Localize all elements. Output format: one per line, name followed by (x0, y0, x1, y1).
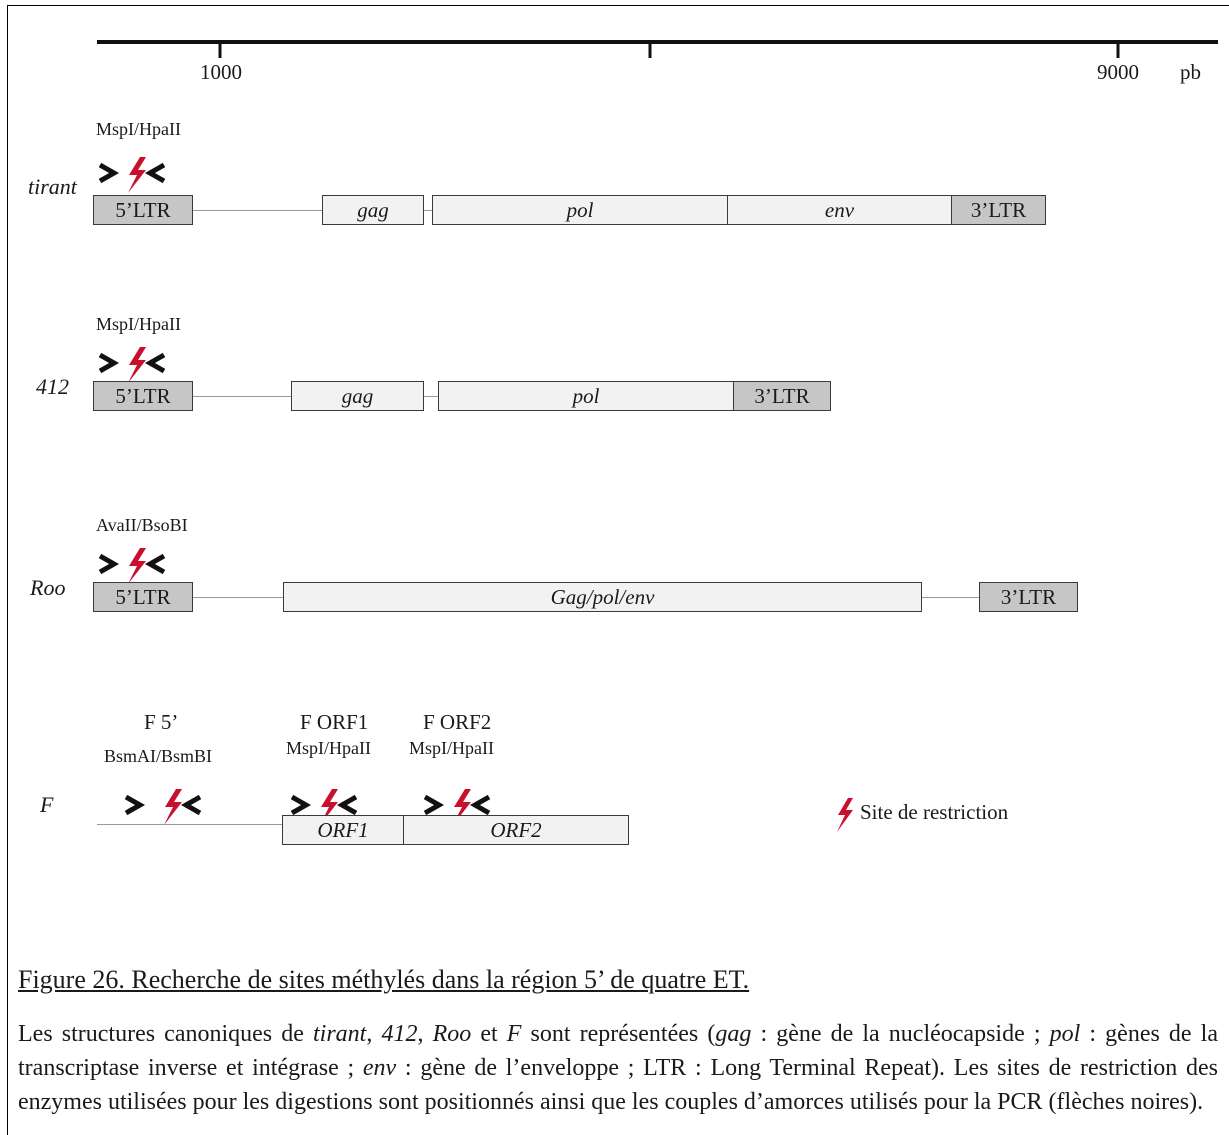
roo-3ltr: 3’LTR (979, 582, 1078, 612)
f5-enzyme-label: BsmAI/BsmBI (104, 746, 213, 766)
scale-tick-9000: 9000 (1097, 60, 1139, 84)
roo-primer-site (98, 548, 166, 584)
f-track-name: F (40, 792, 54, 817)
roo-enzyme-label: AvaII/BsoBI (96, 515, 188, 535)
tirant-3ltr: 3’LTR (951, 195, 1046, 225)
roo-track-name: Roo (30, 575, 66, 600)
412-enzyme-label: MspI/HpaII (96, 314, 181, 334)
412-3ltr: 3’LTR (733, 381, 831, 411)
roo-gag-pol-env: Gag/pol/env (283, 582, 922, 612)
scale-unit: pb (1180, 60, 1201, 84)
tirant-track-name: tirant (28, 174, 77, 199)
f-orf2: ORF2 (403, 815, 629, 845)
tirant-gag: gag (322, 195, 424, 225)
orf2-site-label: F ORF2 (423, 710, 492, 734)
scale-tick-1000: 1000 (200, 60, 242, 84)
restriction-site-icon (128, 157, 146, 193)
tirant-5ltr: 5’LTR (93, 195, 193, 225)
scale-bar (97, 40, 1218, 58)
412-pol: pol (438, 381, 734, 411)
tirant-pol: pol (432, 195, 728, 225)
orf1-site-label: F ORF1 (300, 710, 369, 734)
orf1-enzyme-label: MspI/HpaII (286, 738, 371, 758)
412-primer-site (98, 347, 166, 383)
legend-lightning-bolt-icon (837, 798, 853, 832)
legend-label: Site de restriction (860, 800, 1009, 824)
412-5ltr: 5’LTR (93, 381, 193, 411)
restriction-site-icon (128, 548, 146, 584)
restriction-site-icon (128, 347, 146, 383)
figure-caption-body: Les structures canoniques de tirant, 412… (18, 1021, 1218, 1115)
tirant-primer-site (98, 157, 166, 193)
f5-site-label: F 5’ (144, 710, 179, 734)
412-gag: gag (291, 381, 424, 411)
restriction-site-icon (164, 789, 182, 825)
412-track-name: 412 (36, 374, 69, 399)
f-orf1: ORF1 (282, 815, 404, 845)
tirant-env: env (727, 195, 952, 225)
roo-5ltr: 5’LTR (93, 582, 193, 612)
orf2-enzyme-label: MspI/HpaII (409, 738, 494, 758)
f5-primer-site (124, 789, 202, 825)
figure-frame (7, 5, 1229, 1135)
tirant-enzyme-label: MspI/HpaII (96, 119, 181, 139)
figure-caption-title: Figure 26. Recherche de sites méthylés d… (18, 965, 750, 994)
